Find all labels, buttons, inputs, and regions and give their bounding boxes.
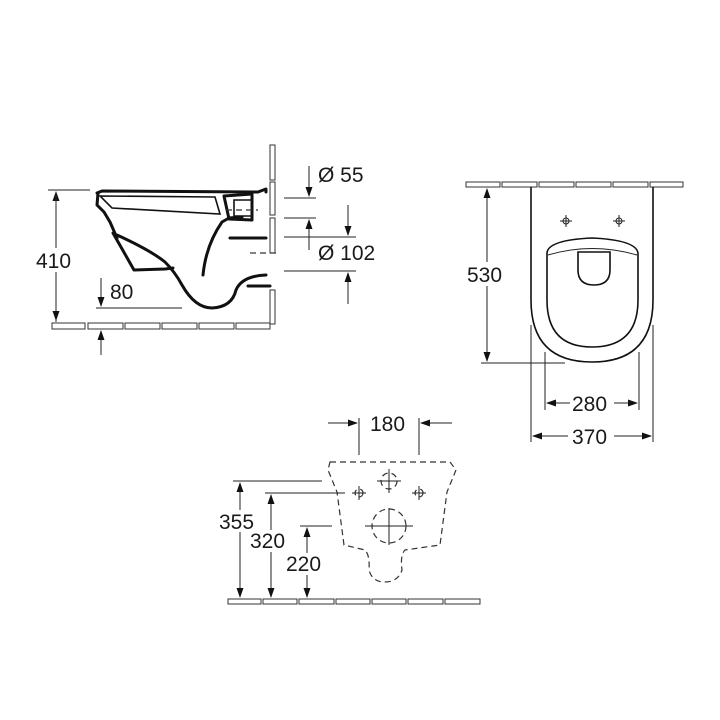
cistern-inlet-icon — [377, 469, 401, 493]
fixing-hole-left-icon — [560, 215, 572, 227]
dim-height-410: 410 — [36, 250, 71, 273]
dim-height-320: 320 — [250, 530, 285, 553]
floor-tiles-rear — [227, 598, 481, 605]
outlet-icon — [365, 508, 413, 545]
fixing-hole-right-icon — [613, 215, 625, 227]
dim-overall-width-370: 370 — [572, 426, 607, 449]
dim-length-530: 530 — [467, 264, 502, 287]
dim-outlet-102: Ø 102 — [318, 242, 375, 265]
dim-bolt-spacing-180: 180 — [370, 413, 405, 436]
fixing-left-icon — [352, 486, 366, 500]
dim-height-220: 220 — [286, 553, 321, 576]
wall-tiles-top — [465, 181, 684, 188]
wc-side-profile — [95, 187, 280, 310]
dim-rim-80: 80 — [110, 281, 133, 304]
dim-height-355: 355 — [219, 511, 254, 534]
wall-tiles — [269, 144, 276, 325]
side-view: 410 80 Ø 55 Ø 102 — [36, 144, 375, 355]
dim-inlet-55: Ø 55 — [318, 164, 364, 187]
rear-view: 180 355 320 220 — [219, 413, 481, 605]
dim-seat-width-280: 280 — [572, 393, 607, 416]
top-view: 530 280 370 — [465, 181, 684, 449]
floor-tiles — [51, 322, 271, 330]
fixing-right-icon — [412, 486, 426, 500]
